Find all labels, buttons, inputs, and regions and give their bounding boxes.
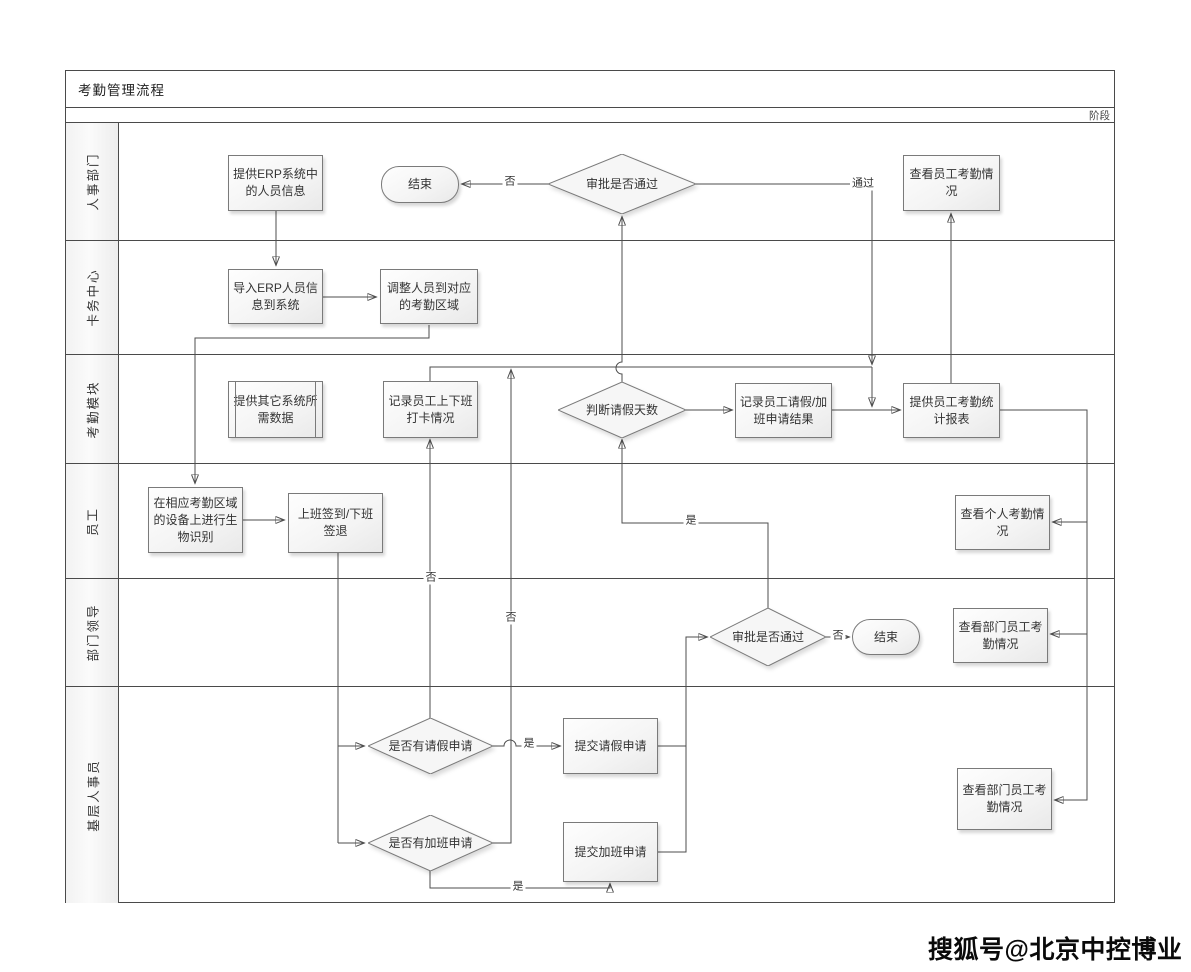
node-record-apply-result: 记录员工请假/加班申请结果 bbox=[735, 383, 832, 438]
lane-label-department-leader: 部门领导 bbox=[66, 579, 119, 686]
node-end-hr: 结束 bbox=[381, 166, 459, 203]
edge-label-leave-no: 否 bbox=[423, 571, 439, 585]
edge-label-hr-no: 否 bbox=[502, 175, 518, 189]
edge-label-leader-no: 否 bbox=[830, 629, 846, 643]
diamond-shape bbox=[710, 608, 826, 666]
lane-label-card-center: 卡务中心 bbox=[66, 241, 119, 354]
lane-label-grassroots-hr: 基层人事员 bbox=[66, 687, 119, 903]
edge-label-leave-yes: 是 bbox=[521, 737, 537, 751]
lane-hr-department: 人事部门 bbox=[66, 123, 1114, 241]
lane-card-center: 卡务中心 bbox=[66, 241, 1114, 355]
node-provide-erp: 提供ERP系统中的人员信息 bbox=[228, 155, 323, 211]
node-view-dept-hr: 查看部门员工考勤情况 bbox=[957, 768, 1052, 830]
lane-label-hr-department: 人事部门 bbox=[66, 123, 119, 240]
edge-label-leader-yes: 是 bbox=[683, 514, 699, 528]
lane-grassroots-hr: 基层人事员 bbox=[66, 687, 1114, 903]
edge-label-hr-pass: 通过 bbox=[850, 177, 876, 191]
node-has-leave-apply-decision: 是否有请假申请 bbox=[368, 718, 493, 774]
diamond-shape bbox=[548, 154, 696, 214]
stage-label: 阶段 bbox=[1089, 109, 1110, 122]
node-view-dept-leader: 查看部门员工考勤情况 bbox=[953, 608, 1048, 663]
node-submit-ot: 提交加班申请 bbox=[563, 822, 658, 882]
lane-label-employee: 员工 bbox=[66, 464, 119, 578]
diamond-shape bbox=[368, 815, 493, 871]
node-provide-report: 提供员工考勤统计报表 bbox=[903, 383, 1000, 438]
node-hr-approve-decision: 审批是否通过 bbox=[548, 154, 696, 214]
node-import-erp: 导入ERP人员信息到系统 bbox=[228, 269, 323, 324]
node-adjust-area: 调整人员到对应的考勤区域 bbox=[380, 269, 478, 324]
watermark: 搜狐号@北京中控博业 bbox=[928, 936, 1183, 964]
stage-header-row: 阶段 bbox=[66, 108, 1114, 123]
diagram-title: 考勤管理流程 bbox=[78, 83, 165, 98]
node-leader-approve-decision: 审批是否通过 bbox=[710, 608, 826, 666]
node-view-emp-attendance: 查看员工考勤情况 bbox=[903, 155, 1000, 211]
edge-label-ot-no: 否 bbox=[503, 611, 519, 625]
node-sign-in-out: 上班签到/下班签退 bbox=[288, 493, 383, 553]
lane-label-attendance-module: 考勤模块 bbox=[66, 355, 119, 463]
lane-attendance-module: 考勤模块 bbox=[66, 355, 1114, 464]
node-record-punch: 记录员工上下班打卡情况 bbox=[383, 381, 478, 438]
node-biometric: 在相应考勤区域的设备上进行生物识别 bbox=[148, 487, 243, 553]
lane-employee: 员工 bbox=[66, 464, 1114, 579]
node-judge-days-decision: 判断请假天数 bbox=[558, 382, 686, 438]
diamond-shape bbox=[558, 382, 686, 438]
diamond-shape bbox=[368, 718, 493, 774]
node-view-personal: 查看个人考勤情况 bbox=[955, 495, 1050, 550]
node-other-sys-data: 提供其它系统所需数据 bbox=[228, 381, 323, 438]
diagram-title-row: 考勤管理流程 bbox=[66, 71, 1114, 108]
node-submit-leave: 提交请假申请 bbox=[563, 718, 658, 774]
node-end-leader: 结束 bbox=[852, 619, 920, 655]
lane-department-leader: 部门领导 bbox=[66, 579, 1114, 687]
node-has-ot-apply-decision: 是否有加班申请 bbox=[368, 815, 493, 871]
edge-label-ot-yes: 是 bbox=[510, 880, 526, 894]
